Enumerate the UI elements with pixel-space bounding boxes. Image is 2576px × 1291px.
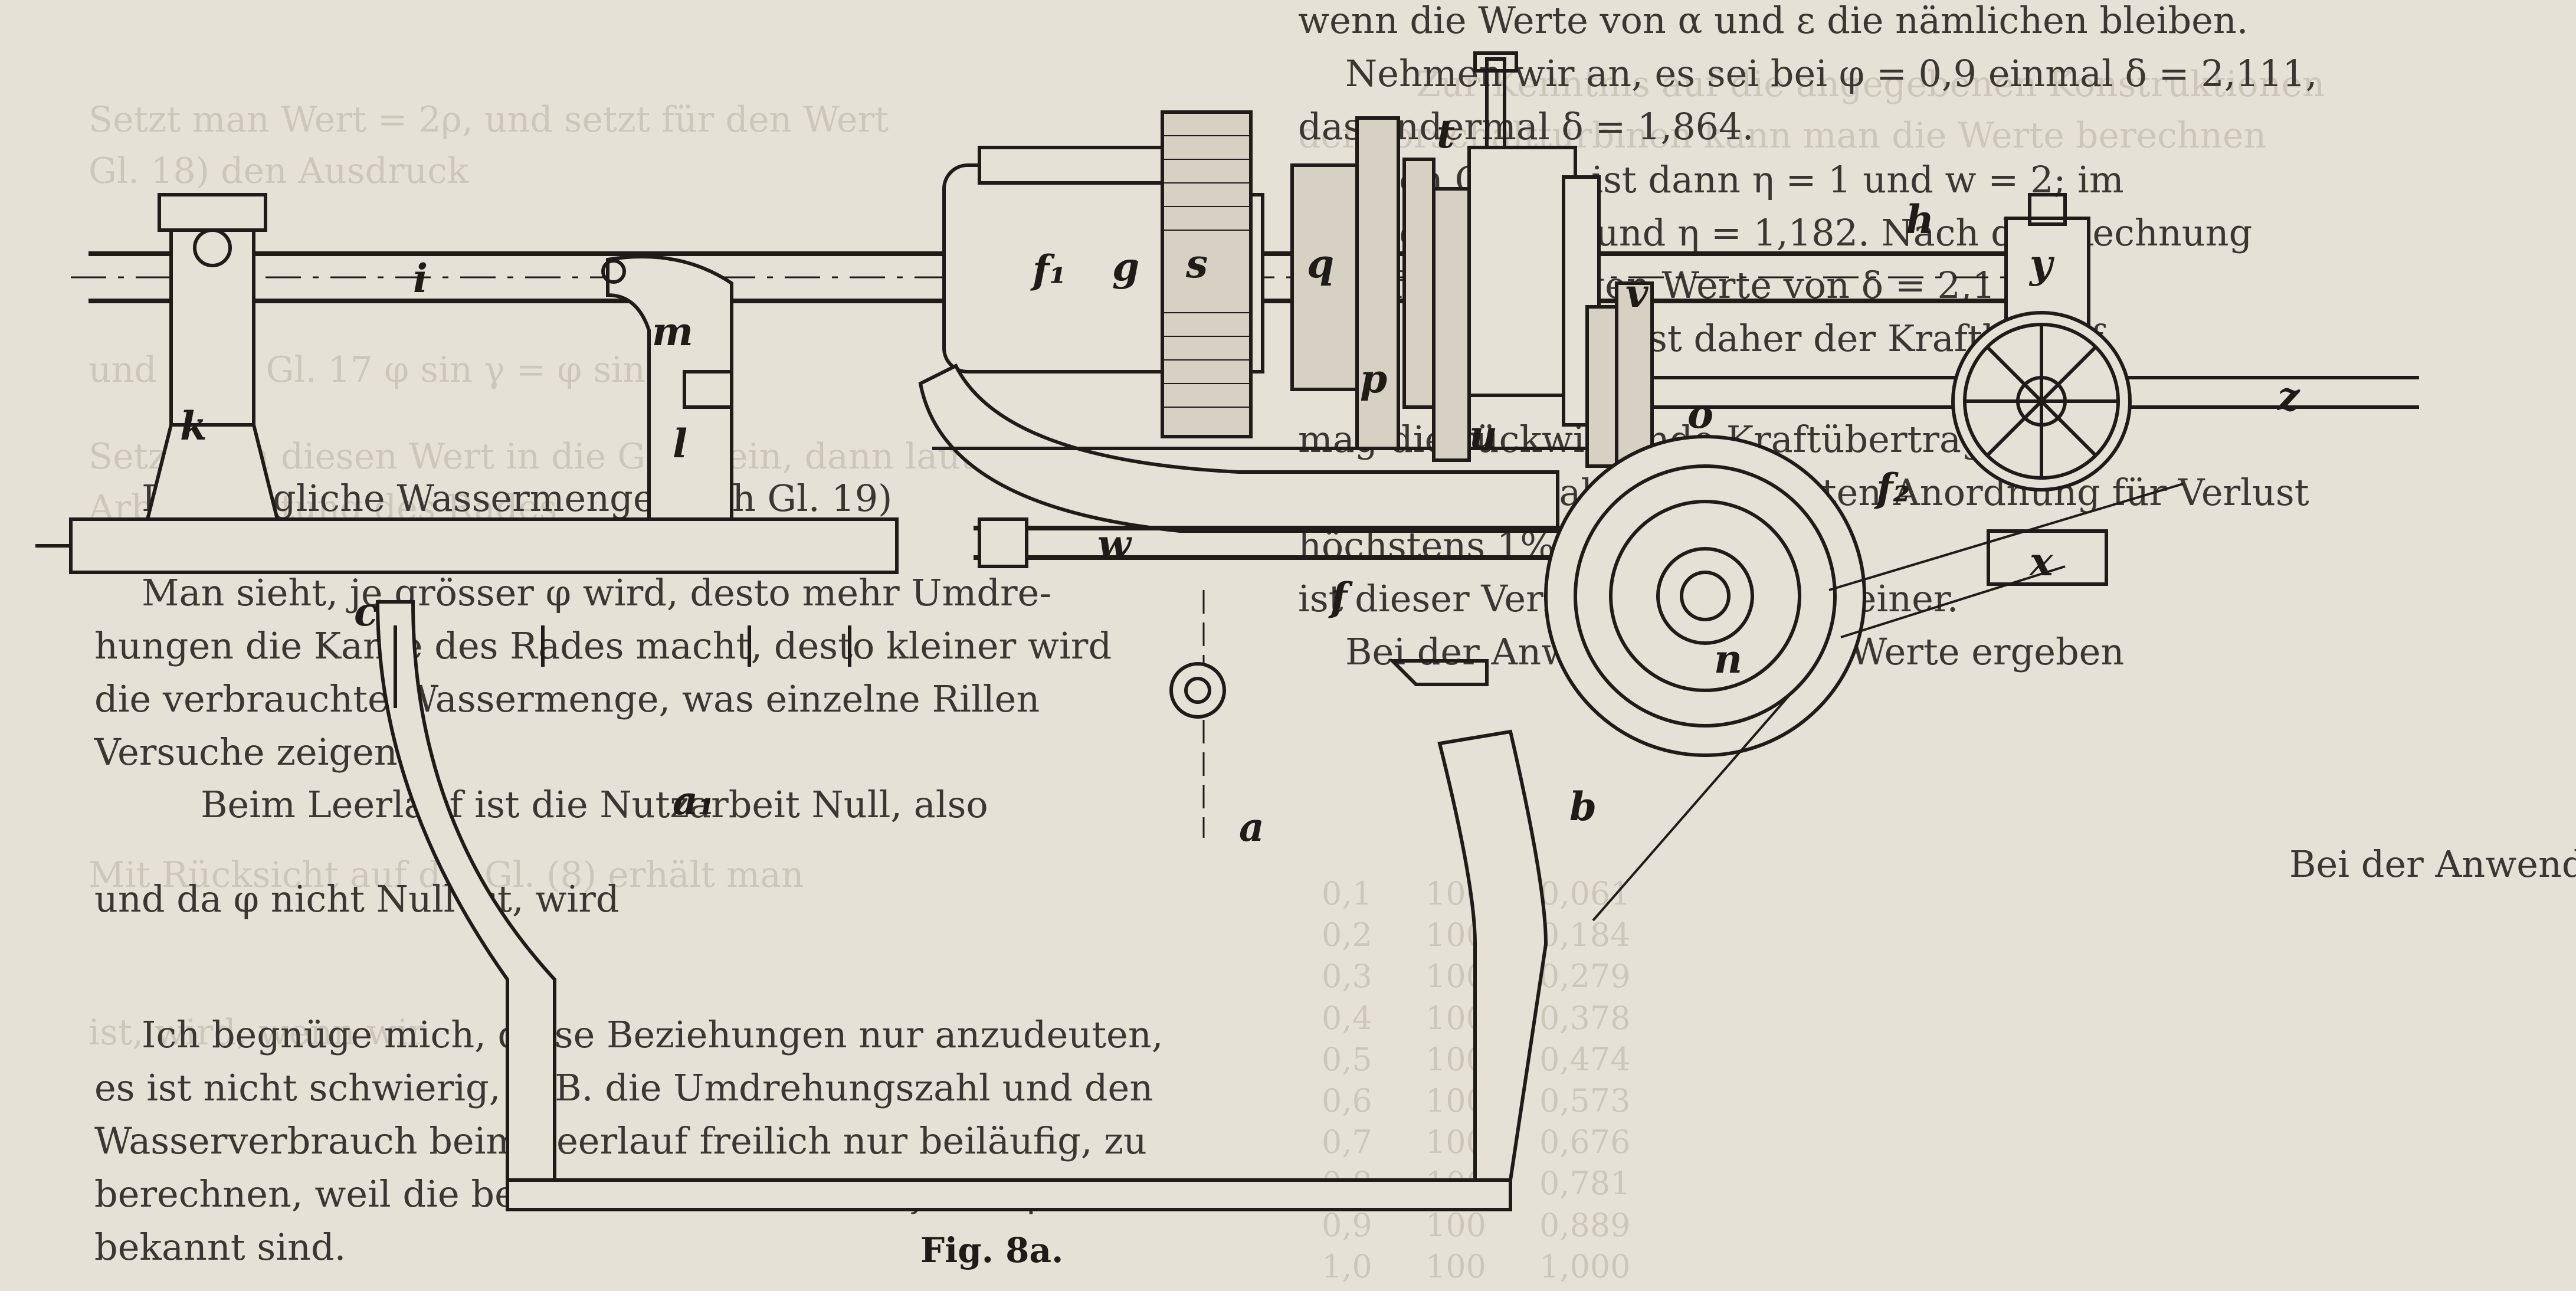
paragraph-line: die verbrauchte Wassermenge, was einzeln… — [94, 677, 1040, 720]
ghost-text-right: Zur Kenntnis auf die angegebenen Konstru… — [1298, 64, 2325, 156]
paragraph-line: Beim Leerlauf ist die Nutzarbeit Null, a… — [201, 783, 988, 827]
label-a: a — [1239, 804, 1264, 850]
paragraph-line: Man sieht, je grösser φ wird, desto mehr… — [142, 571, 1052, 614]
paragraph-line: Ich begnüge mich, diese Beziehungen nur … — [142, 1013, 1164, 1057]
label-h: h — [1906, 196, 1934, 243]
ghost-text-right-lower: Mit Rücksicht auf die Gl. (8) erhält man… — [89, 854, 804, 1053]
label-o: o — [1687, 391, 1713, 437]
text-right-subheading: Bei der Anwendung — [2289, 843, 2576, 886]
label-f2: f₂ — [1874, 465, 1910, 511]
label-l: l — [673, 421, 687, 467]
paragraph-line: es ist nicht schwierig, z. B. die Umdreh… — [94, 1066, 1153, 1110]
label-s: s — [1185, 241, 1208, 287]
paragraph-line: Nehmen wir an, es sei bei φ = 0,9 einmal… — [1345, 51, 2318, 95]
label-n: n — [1714, 636, 1742, 682]
label-p: p — [1360, 356, 1387, 402]
paragraph-line: wenn die Werte von α und ε die nämlichen… — [1298, 0, 2249, 42]
label-i: i — [413, 255, 428, 302]
label-y: y — [2028, 241, 2055, 287]
label-a1: a₁ — [673, 778, 715, 824]
label-x: x — [2028, 539, 2053, 585]
label-g: g — [1112, 244, 1139, 290]
label-q: q — [1307, 241, 1334, 287]
label-m: m — [652, 309, 693, 355]
label-z: z — [2277, 373, 2300, 420]
label-k: k — [180, 403, 207, 449]
label-f1: f₁ — [1030, 247, 1066, 293]
label-c: c — [354, 589, 378, 635]
label-v: v — [1625, 270, 1648, 316]
label-w: w — [1097, 521, 1132, 567]
label-u: u — [1469, 412, 1497, 458]
paragraph-line: bekannt sind. — [94, 1225, 346, 1269]
label-t: t — [1437, 111, 1455, 157]
paragraph-line: Versuche zeigen. — [94, 730, 409, 774]
label-f: f — [1328, 574, 1353, 620]
paragraph-line: und da φ nicht Null ist, wird — [94, 877, 620, 921]
paragraph-line: hungen die Kante des Rades macht, desto … — [94, 624, 1112, 667]
paragraph-line: Wasserverbrauch beim Leerlauf freilich n… — [94, 1119, 1147, 1163]
label-b: b — [1569, 784, 1597, 830]
text-left-column: Die mögliche Wassermenge nach Gl. 19) Ma… — [94, 472, 1164, 1274]
figure-caption: Fig. 8a. — [920, 1230, 1064, 1270]
